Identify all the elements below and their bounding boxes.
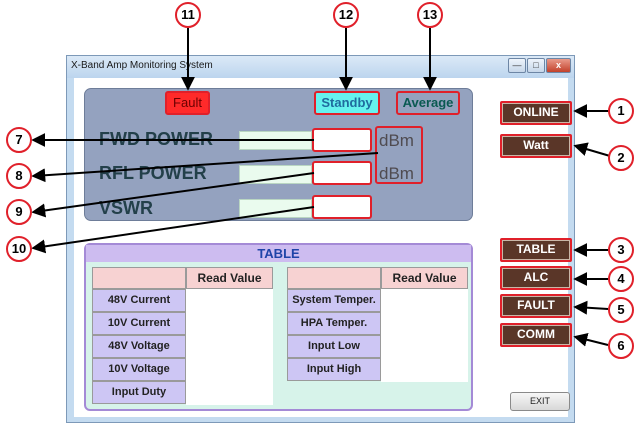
row-label-input-high: Input High [287,358,381,381]
fault-button[interactable]: FAULT [500,294,572,318]
row-label-input-low: Input Low [287,335,381,358]
row-label-system-temper: System Temper. [287,289,381,312]
watt-button[interactable]: Watt [500,134,572,158]
leader-10 [31,206,315,254]
rfl-power-label: RFL POWER [99,163,207,183]
callout-7: 7 [6,127,32,153]
table-title: TABLE [86,245,471,262]
leader-9 [31,172,315,218]
row-label-input-duty: Input Duty [92,381,186,404]
callout-5: 5 [608,297,634,323]
row-label-10v-voltage: 10V Voltage [92,358,186,381]
alc-button[interactable]: ALC [500,266,572,290]
close-icon[interactable]: x [546,58,571,73]
left-read-value-header: Read Value [186,267,273,289]
row-label-48v-current: 48V Current [92,289,186,312]
callout-13: 13 [417,2,443,28]
row-label-48v-voltage: 48V Voltage [92,335,186,358]
vswr-value [312,195,372,219]
callout-11: 11 [175,2,201,28]
callout-10: 10 [6,236,32,262]
table-button[interactable]: TABLE [500,238,572,262]
row-label-hpa-temper: HPA Temper. [287,312,381,335]
vswr-label: VSWR [99,198,153,218]
average-indicator: Average [396,91,460,115]
callout-1: 1 [608,98,634,124]
callout-6: 6 [608,333,634,359]
leader-2 [573,142,611,157]
fwd-power-unit: dBm [379,131,414,150]
comm-button[interactable]: COMM [500,323,572,347]
callout-2: 2 [608,145,634,171]
row-label-10v-current: 10V Current [92,312,186,335]
exit-button[interactable]: EXIT [510,392,570,411]
right-header-blank [287,267,381,289]
left-values-column [186,267,273,405]
vswr-bar [239,199,312,218]
leader-8 [31,152,379,183]
leader-5 [573,300,609,315]
unit-group [375,126,423,184]
maximize-icon[interactable]: □ [527,58,545,73]
rfl-power-bar [239,165,312,184]
callout-3: 3 [608,237,634,263]
callout-4: 4 [608,266,634,292]
callout-8: 8 [6,163,32,189]
minimize-icon[interactable]: — [508,58,526,73]
leader-6 [573,332,609,347]
standby-indicator: Standby [314,91,380,115]
callout-9: 9 [6,199,32,225]
online-button[interactable]: ONLINE [500,101,572,125]
title-bar: X-Band Amp Monitoring System — □ x [67,56,574,78]
fault-indicator: Fault [165,91,210,115]
left-header-blank [92,267,186,289]
callout-12: 12 [333,2,359,28]
rfl-power-unit: dBm [379,164,414,183]
right-read-value-header: Read Value [381,267,468,289]
window-title: X-Band Amp Monitoring System [71,60,213,71]
